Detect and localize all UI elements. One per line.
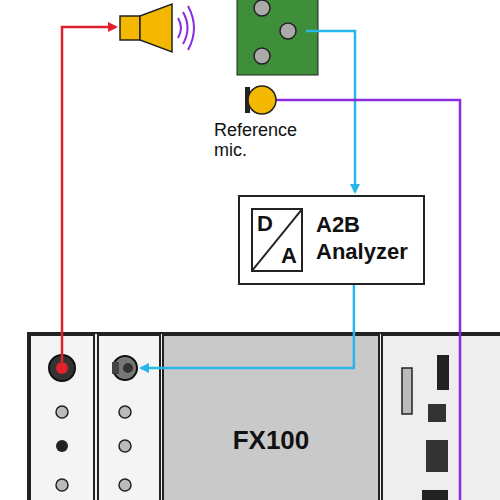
speaker-icon [120, 4, 194, 52]
analyzer-box: A2B AnalyzerDA [238, 195, 425, 285]
rack-illustration [28, 333, 500, 500]
signal-connector [141, 285, 354, 368]
device-name: FX100 [163, 425, 379, 455]
rack-unit: FX100 [28, 333, 500, 500]
da-converter-icon: DA [251, 208, 303, 272]
icon-letter: D [257, 212, 273, 236]
analyzer-label: A2B Analyzer [316, 211, 420, 265]
mic-icon [210, 84, 318, 118]
icon-letter: A [281, 244, 297, 268]
speaker-wire [62, 27, 116, 362]
mic-label: Reference mic. [214, 120, 316, 160]
pcb-board [237, 0, 318, 75]
reference-mic: Reference mic. [210, 84, 318, 164]
pcb-wire [306, 31, 355, 192]
